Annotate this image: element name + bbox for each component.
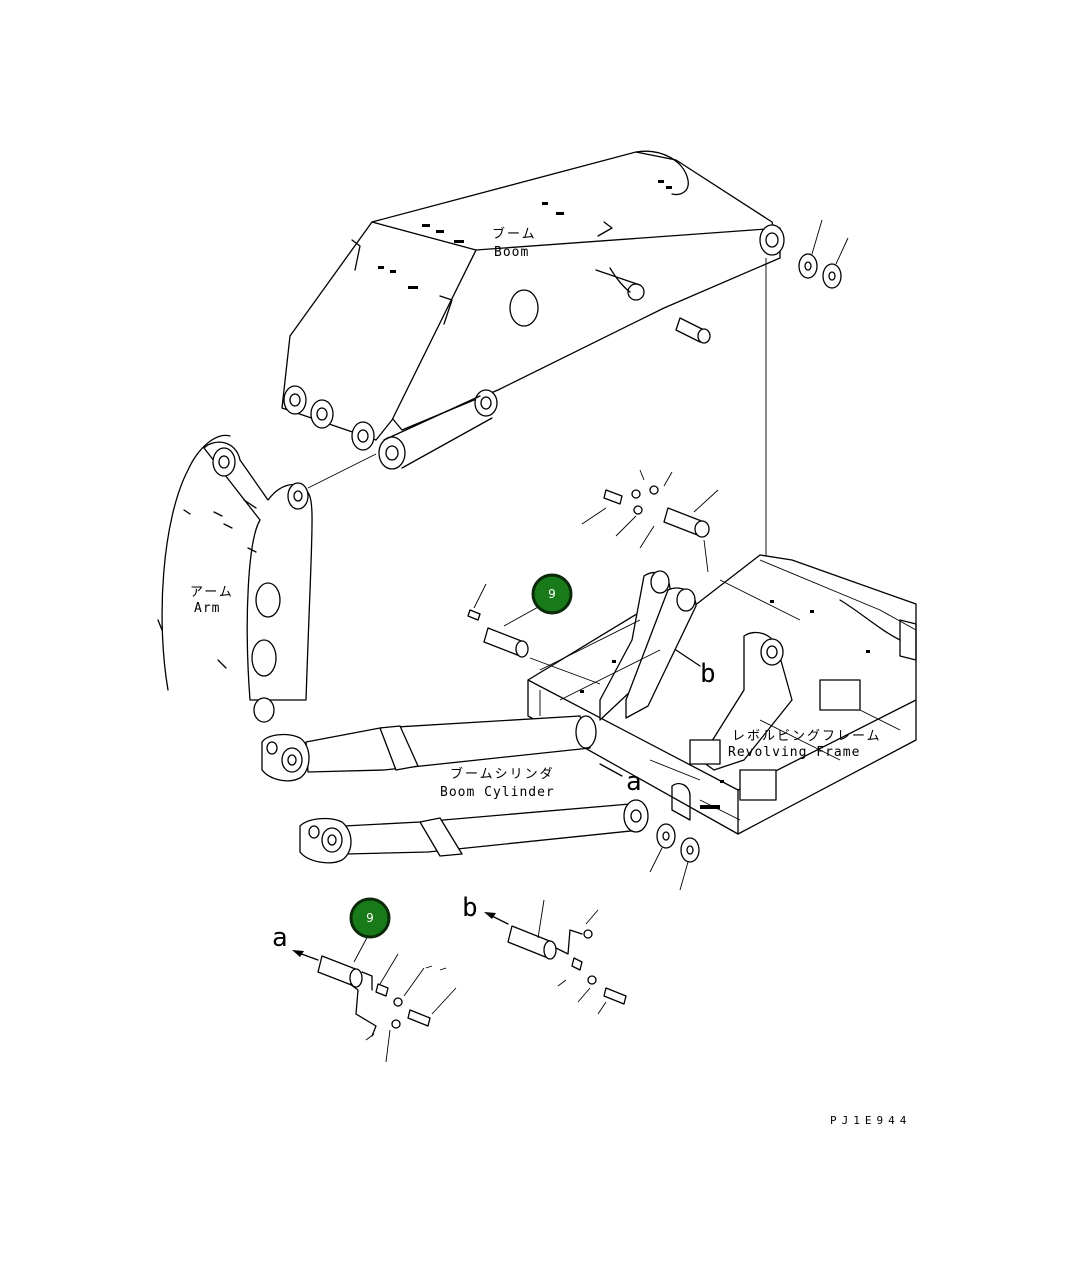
reference-a-detail: a [272,923,288,953]
cylinder-label-en: Boom Cylinder [440,785,555,800]
drawing-code: PJ1E944 [830,1114,911,1127]
callout-9-lower[interactable]: 9 [349,897,391,939]
detail-a-drawing [292,931,457,1063]
arm-drawing [157,434,377,723]
arm-label-en: Arm [194,601,220,616]
boom-label-en: Boom [494,245,529,260]
reference-a-main: a [626,767,642,797]
reference-b-main: b [700,659,716,689]
boom-drawing [281,150,849,600]
frame-label-en: Revolving Frame [728,745,860,760]
reference-b-detail: b [462,893,478,923]
callout-9-upper[interactable]: 9 [531,573,573,615]
cylinder-label-jp: ブームシリンダ [450,766,555,782]
callout-9-upper-number: 9 [548,587,556,601]
frame-label-jp: レボルビングフレーム [732,729,882,744]
revolving-frame-drawing [467,469,917,835]
boom-label-jp: ブーム [492,226,537,242]
boom-cylinder-drawing [261,715,700,891]
arm-label-jp: アーム [190,585,234,600]
detail-b-drawing [484,899,627,1015]
callout-9-lower-number: 9 [366,911,374,925]
